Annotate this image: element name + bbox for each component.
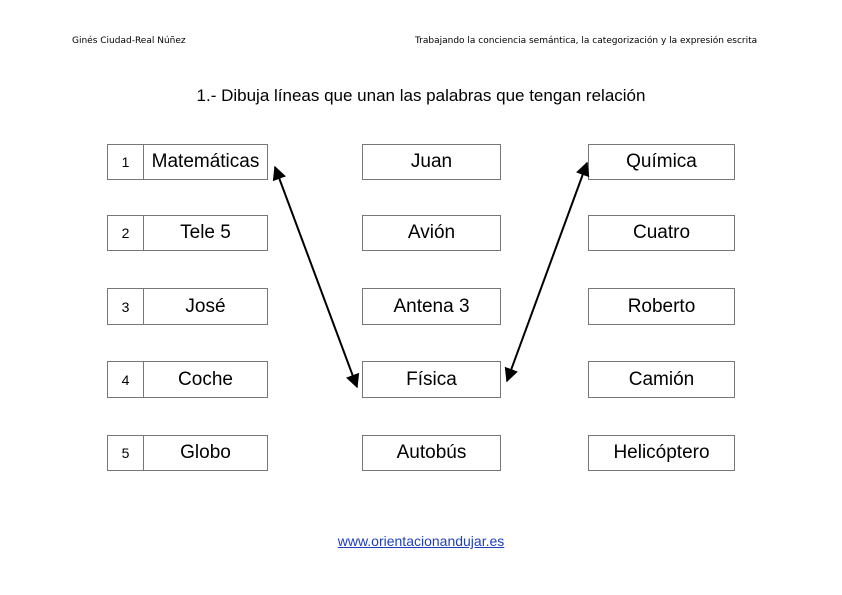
header-author: Ginés Ciudad-Real Núñez [72,36,186,46]
arrow-matematicas-fisica [272,165,360,389]
word-box-right[interactable]: Camión [588,361,735,398]
instruction-text: 1.- Dibuja líneas que unan las palabras … [196,86,646,105]
word-box-left[interactable]: José [143,288,268,325]
word-box-middle[interactable]: Antena 3 [362,288,501,325]
word-box-left[interactable]: Tele 5 [143,215,268,251]
word-box-middle[interactable]: Avión [362,215,501,251]
word-box-middle[interactable]: Física [362,361,501,398]
word-box-right[interactable]: Roberto [588,288,735,325]
row-number: 3 [107,288,144,325]
word-box-right[interactable]: Química [588,144,735,180]
word-box-middle[interactable]: Juan [362,144,501,180]
row-number: 5 [107,435,144,471]
word-box-left[interactable]: Matemáticas [143,144,268,180]
word-box-left[interactable]: Globo [143,435,268,471]
arrow-fisica-quimica [504,161,590,383]
word-box-left[interactable]: Coche [143,361,268,398]
row-number: 1 [107,144,144,180]
word-box-right[interactable]: Helicóptero [588,435,735,471]
row-number: 4 [107,361,144,398]
header-subject: Trabajando la conciencia semántica, la c… [415,36,758,46]
row-number: 2 [107,215,144,251]
word-box-middle[interactable]: Autobús [362,435,501,471]
website-link[interactable]: www.orientacionandujar.es [337,533,505,549]
word-box-right[interactable]: Cuatro [588,215,735,251]
